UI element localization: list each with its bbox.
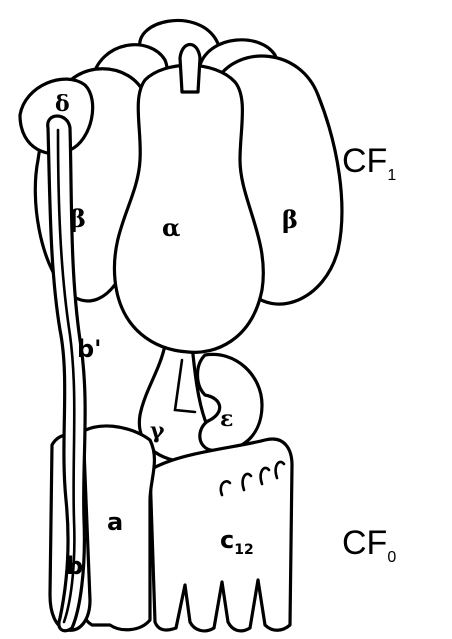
delta-label: δ [55,91,70,117]
b-label: b [66,552,83,580]
alpha-top-sliver [180,45,200,93]
cf1-main: CF [342,142,387,180]
epsilon-subunit [198,354,263,451]
beta-left-label: β [70,204,86,233]
alpha-label: α [162,213,180,242]
c-subscript: 12 [234,542,253,558]
cf0-label: CF0 [342,524,396,566]
cf1-sub: 1 [387,167,396,184]
beta-right-label: β [282,205,298,234]
c-letter: c [220,526,234,554]
b-prime-label: b' [77,335,102,363]
cf1-label: CF1 [342,142,396,184]
gamma-label: γ [150,418,165,444]
epsilon-label: ε [220,406,233,432]
cf0-sub: 0 [387,549,396,566]
alpha-subunit [114,65,263,352]
cf0-main: CF [342,524,387,562]
a-label: a [107,508,123,536]
